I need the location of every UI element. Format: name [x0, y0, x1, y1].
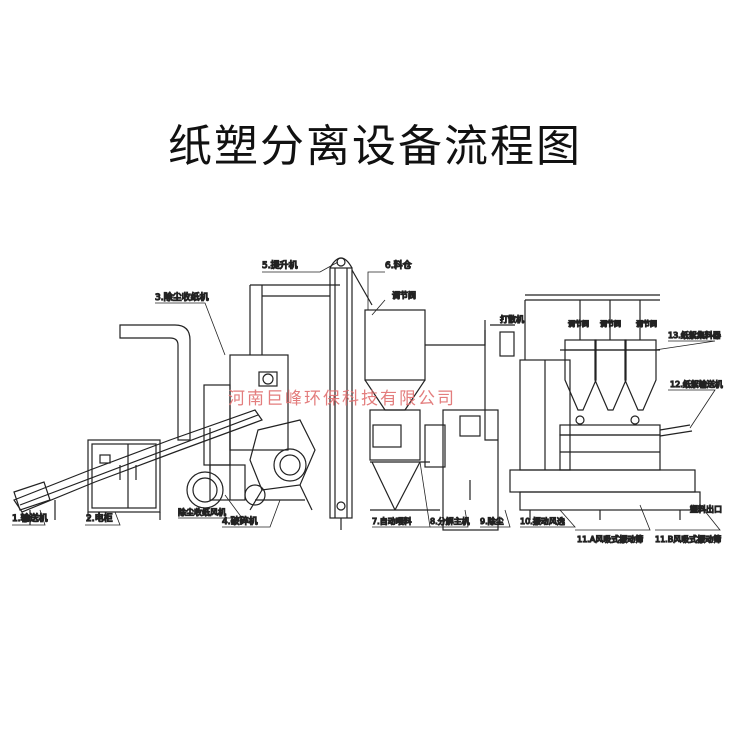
label-vib-screen-a: 11.A风吸式振动筛: [577, 534, 643, 544]
label-conveyor: 1.输送机: [12, 512, 48, 524]
silo-and-separator: [364, 309, 515, 531]
label-dust-remove: 9.除尘: [480, 516, 504, 526]
label-vib-screen-b: 11.B风吸式振动筛: [655, 534, 721, 544]
conveyor-machine: [13, 409, 263, 525]
label-valve-2: 调节阀: [600, 319, 621, 328]
label-paper-collector: 13.纸絮集料器: [668, 330, 721, 340]
label-silo: 6.料仓: [385, 259, 412, 271]
label-shaker: 打散机: [500, 314, 524, 324]
label-plastic-out: 塑料出口: [690, 504, 722, 514]
vibrating-screens: [509, 359, 701, 520]
paper-collectors: [524, 294, 660, 425]
label-separator: 8.分解主机: [430, 516, 470, 526]
label-elevator: 5.提升机: [262, 259, 298, 271]
label-auto-feed: 7.自动喂料: [372, 516, 412, 526]
label-valve-1: 调节阀: [568, 319, 589, 328]
leader-lines: [12, 261, 721, 531]
bucket-elevator: [329, 257, 373, 530]
label-crusher: 4.破碎机: [222, 515, 258, 527]
crusher: [244, 419, 316, 511]
label-valve-3: 调节阀: [636, 319, 657, 328]
page-title: 纸塑分离设备流程图: [168, 121, 582, 172]
company-watermark: 河南巨峰环保科技有限公司: [228, 389, 456, 409]
electric-cabinet: [87, 439, 161, 520]
label-dust-fan: 除尘收纸风机: [178, 507, 226, 517]
label-valve-top: 调节阀: [392, 291, 416, 300]
label-paper-conveyor: 12.纸絮输送机: [670, 379, 723, 389]
label-vib-air: 10.振动风选: [520, 516, 565, 526]
dust-collector: [119, 284, 340, 509]
label-dust-collector: 3.除尘收纸机: [155, 291, 209, 303]
label-cabinet: 2.电柜: [86, 512, 113, 524]
